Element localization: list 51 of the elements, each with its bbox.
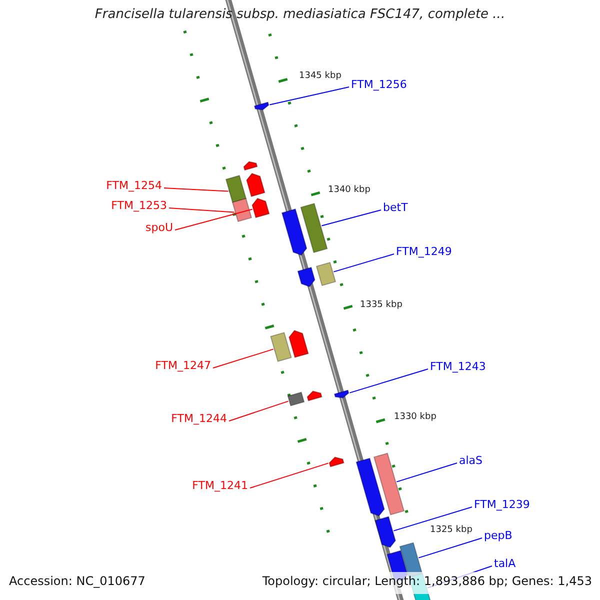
leader-line xyxy=(174,208,253,230)
leader-line xyxy=(164,188,229,192)
gene-feature xyxy=(334,390,350,398)
gene-feature xyxy=(297,266,316,288)
scale-label: 1345 kbp xyxy=(299,70,342,83)
gene-feature xyxy=(281,208,308,256)
gene-label: FTM_1254 xyxy=(106,179,162,192)
gene-block xyxy=(270,332,292,362)
leader-line xyxy=(393,506,472,532)
leader-line xyxy=(250,462,329,488)
gene-feature xyxy=(288,330,309,358)
gene-block xyxy=(300,202,328,254)
gene-label: FTM_1244 xyxy=(171,412,227,425)
gene-label: pepB xyxy=(484,529,512,542)
gene-block xyxy=(287,392,305,406)
gene-feature xyxy=(254,102,270,110)
leader-line xyxy=(418,538,482,558)
gene-label: FTM_1247 xyxy=(155,359,211,372)
gene-feature xyxy=(328,456,344,468)
gene-feature xyxy=(374,516,396,548)
gene-feature xyxy=(356,458,385,516)
gene-label: alaS xyxy=(459,454,483,467)
leader-line xyxy=(333,254,394,272)
leader-line xyxy=(212,348,274,368)
leader-line xyxy=(269,86,350,106)
leader-line xyxy=(168,208,235,213)
gene-label: betT xyxy=(383,201,408,214)
gene-label: FTM_1253 xyxy=(111,199,167,212)
scale-label: 1335 kbp xyxy=(360,299,402,312)
leader-line xyxy=(349,368,428,394)
gene-block xyxy=(373,452,405,516)
scale-label: 1330 kbp xyxy=(394,411,436,424)
gene-label: FTM_1256 xyxy=(351,78,407,91)
gene-block xyxy=(232,198,252,222)
leader-line xyxy=(396,462,458,482)
gene-label: spoU xyxy=(146,221,173,234)
gene-label: talA xyxy=(494,557,516,570)
gene-feature xyxy=(252,198,270,218)
gene-label: FTM_1243 xyxy=(430,360,486,373)
gene-label: FTM_1241 xyxy=(192,479,248,492)
gene-label: FTM_1249 xyxy=(396,245,452,258)
gene-label: FTM_1239 xyxy=(474,498,530,511)
accession-label: Accession: NC_010677 xyxy=(9,575,146,588)
gene-feature xyxy=(306,390,322,402)
gene-block xyxy=(316,262,336,286)
scale-label: 1325 kbp xyxy=(430,524,472,537)
genome-summary: Topology: circular; Length: 1,893,886 bp; Genes: 1,453 xyxy=(262,575,592,588)
gene-block xyxy=(225,174,247,204)
leader-line xyxy=(321,210,382,226)
scale-label: 1340 kbp xyxy=(328,184,370,197)
leader-line xyxy=(228,400,289,422)
